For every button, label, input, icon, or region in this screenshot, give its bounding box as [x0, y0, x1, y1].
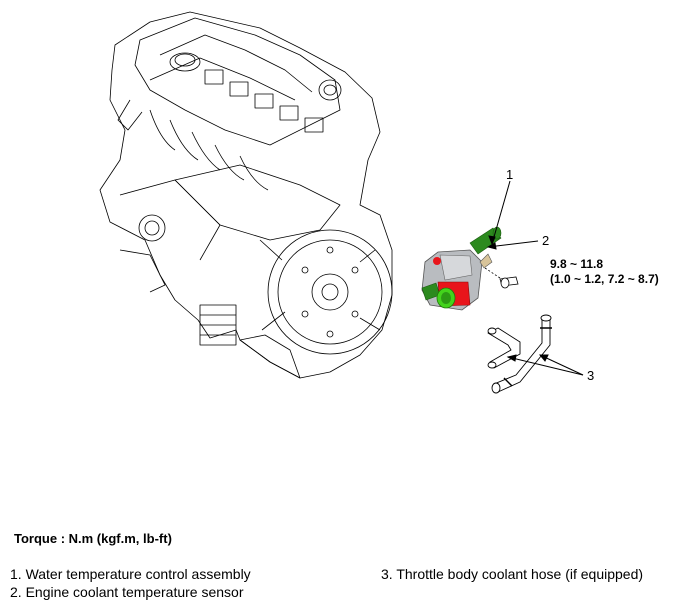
- thermostat-housing-assembly: [421, 226, 502, 311]
- torque-spec-nm: 9.8 ~ 11.8: [550, 257, 604, 271]
- legend-right-column: 3. Throttle body coolant hose (if equipp…: [381, 565, 643, 583]
- leader-line-1: [491, 180, 511, 245]
- torque-spec-kgfm-lbft: (1.0 ~ 1.2, 7.2 ~ 8.7): [550, 272, 659, 286]
- callout-number-3: 3: [587, 368, 595, 383]
- legend-item-3: 3. Throttle body coolant hose (if equipp…: [381, 566, 644, 582]
- coolant-hose-illustration: [487, 314, 552, 394]
- torque-units-heading: Torque : N.m (kgf.m, lb-ft): [14, 531, 172, 546]
- torque-spec-label: 9.8 ~ 11.8 (1.0 ~ 1.2, 7.2 ~ 8.7): [550, 257, 659, 287]
- mounting-bolt: [484, 267, 519, 289]
- legend-left-column: 1. Water temperature control assembly 2.…: [10, 565, 251, 601]
- legend-item-1: 1. Water temperature control assembly: [10, 566, 251, 582]
- legend-item-2: 2. Engine coolant temperature sensor: [10, 584, 244, 600]
- leader-line-3b: [507, 356, 584, 376]
- leader-line-2: [487, 240, 539, 248]
- callout-number-2: 2: [542, 233, 550, 248]
- leader-line-3a: [539, 354, 584, 376]
- leader-lines: [486, 180, 584, 376]
- callout-number-1: 1: [506, 167, 514, 182]
- engine-block-illustration: [99, 11, 393, 379]
